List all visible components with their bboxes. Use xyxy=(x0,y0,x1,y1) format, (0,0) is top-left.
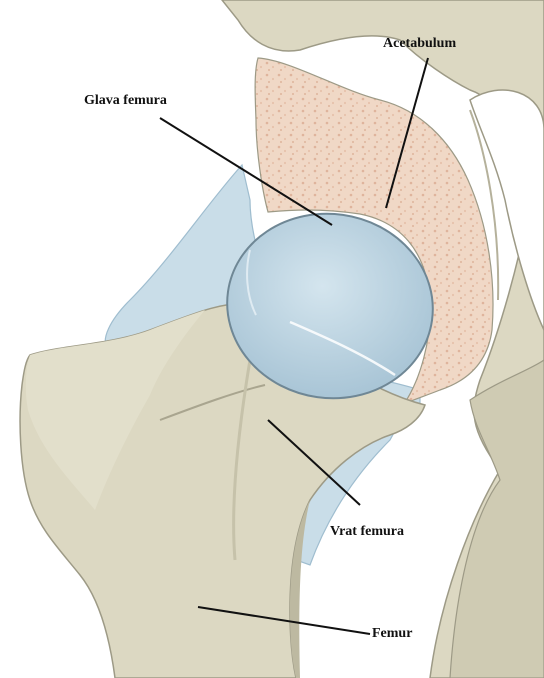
leader-acetabulum xyxy=(386,58,428,208)
label-femur: Femur xyxy=(372,626,412,642)
leader-femoral-head xyxy=(160,118,332,225)
label-acetabulum: Acetabulum xyxy=(383,36,456,52)
leader-femoral-neck xyxy=(268,420,360,505)
label-femoral-head: Glava femura xyxy=(84,93,167,109)
label-femoral-neck: Vrat femura xyxy=(330,524,404,540)
leader-femur xyxy=(198,607,370,634)
